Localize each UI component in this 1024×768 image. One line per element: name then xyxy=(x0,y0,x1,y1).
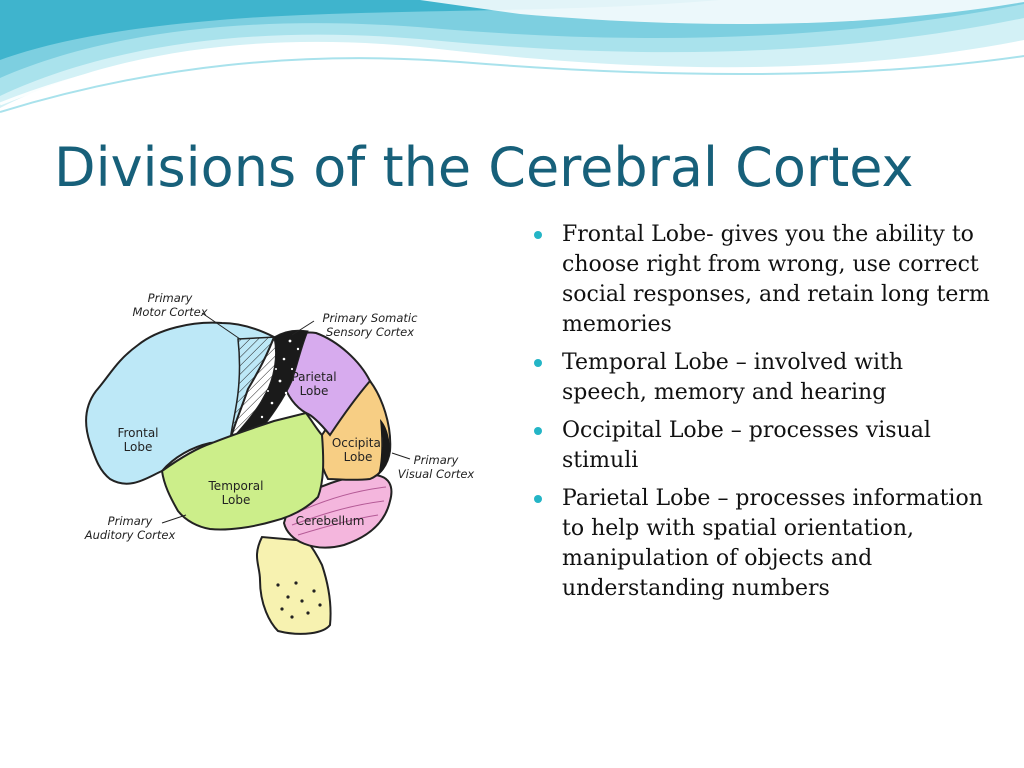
auditory-callout-line2: Auditory Cortex xyxy=(84,528,176,542)
header-wave-decoration xyxy=(0,0,1024,113)
temporal-lobe-region xyxy=(160,411,325,531)
temporal-label-line2: Lobe xyxy=(222,493,251,507)
frontal-label-line1: Frontal xyxy=(117,426,158,440)
somatic-callout-line1: Primary Somatic xyxy=(323,311,419,325)
parietal-label-line1: Parietal xyxy=(291,370,336,384)
bullet-text: Temporal Lobe – involved with speech, me… xyxy=(562,350,904,405)
bullet-text: Parietal Lobe – processes information to… xyxy=(562,486,983,601)
auditory-callout-line1: Primary xyxy=(108,514,153,528)
somatic-callout-line2: Sensory Cortex xyxy=(326,325,414,339)
visual-cortex-strip xyxy=(378,419,390,475)
slide-title: Divisions of the Cerebral Cortex xyxy=(54,136,914,199)
cerebellum-label: Cerebellum xyxy=(296,514,365,528)
parietal-label-line2: Lobe xyxy=(300,384,329,398)
bullet-item-parietal: Parietal Lobe – processes information to… xyxy=(532,484,992,604)
brainstem-region xyxy=(255,535,332,635)
bullet-item-frontal: Frontal Lobe- gives you the ability to c… xyxy=(532,220,992,340)
temporal-label-line1: Temporal xyxy=(208,479,264,493)
brain-diagram: Frontal Lobe Parietal Lobe Occipital Lob… xyxy=(52,265,504,662)
occipital-label-line2: Lobe xyxy=(344,450,373,464)
bullet-item-temporal: Temporal Lobe – involved with speech, me… xyxy=(532,348,992,408)
brain-diagram-svg: Frontal Lobe Parietal Lobe Occipital Lob… xyxy=(84,291,475,635)
bullet-item-occipital: Occipital Lobe – processes visual stimul… xyxy=(532,416,992,476)
visual-callout-line2: Visual Cortex xyxy=(398,467,475,481)
parietal-lobe-region xyxy=(279,331,372,437)
bullet-text: Occipital Lobe – processes visual stimul… xyxy=(562,418,931,473)
somatic-callout-line xyxy=(291,320,315,336)
frontal-label-line2: Lobe xyxy=(124,440,153,454)
visual-callout-line1: Primary xyxy=(414,453,459,467)
bullet-dot-icon xyxy=(534,231,542,239)
motor-callout-line xyxy=(201,312,241,340)
motor-callout-line2: Motor Cortex xyxy=(132,305,207,319)
visual-callout-line xyxy=(391,452,411,460)
auditory-callout-line xyxy=(161,514,187,524)
motor-callout-line1: Primary xyxy=(148,291,193,305)
occipital-label-line1: Occipital xyxy=(332,436,384,450)
bullet-text: Frontal Lobe- gives you the ability to c… xyxy=(562,222,990,337)
bullet-list: Frontal Lobe- gives you the ability to c… xyxy=(532,220,992,612)
bullet-dot-icon xyxy=(534,495,542,503)
bullet-dot-icon xyxy=(534,359,542,367)
bullet-dot-icon xyxy=(534,427,542,435)
